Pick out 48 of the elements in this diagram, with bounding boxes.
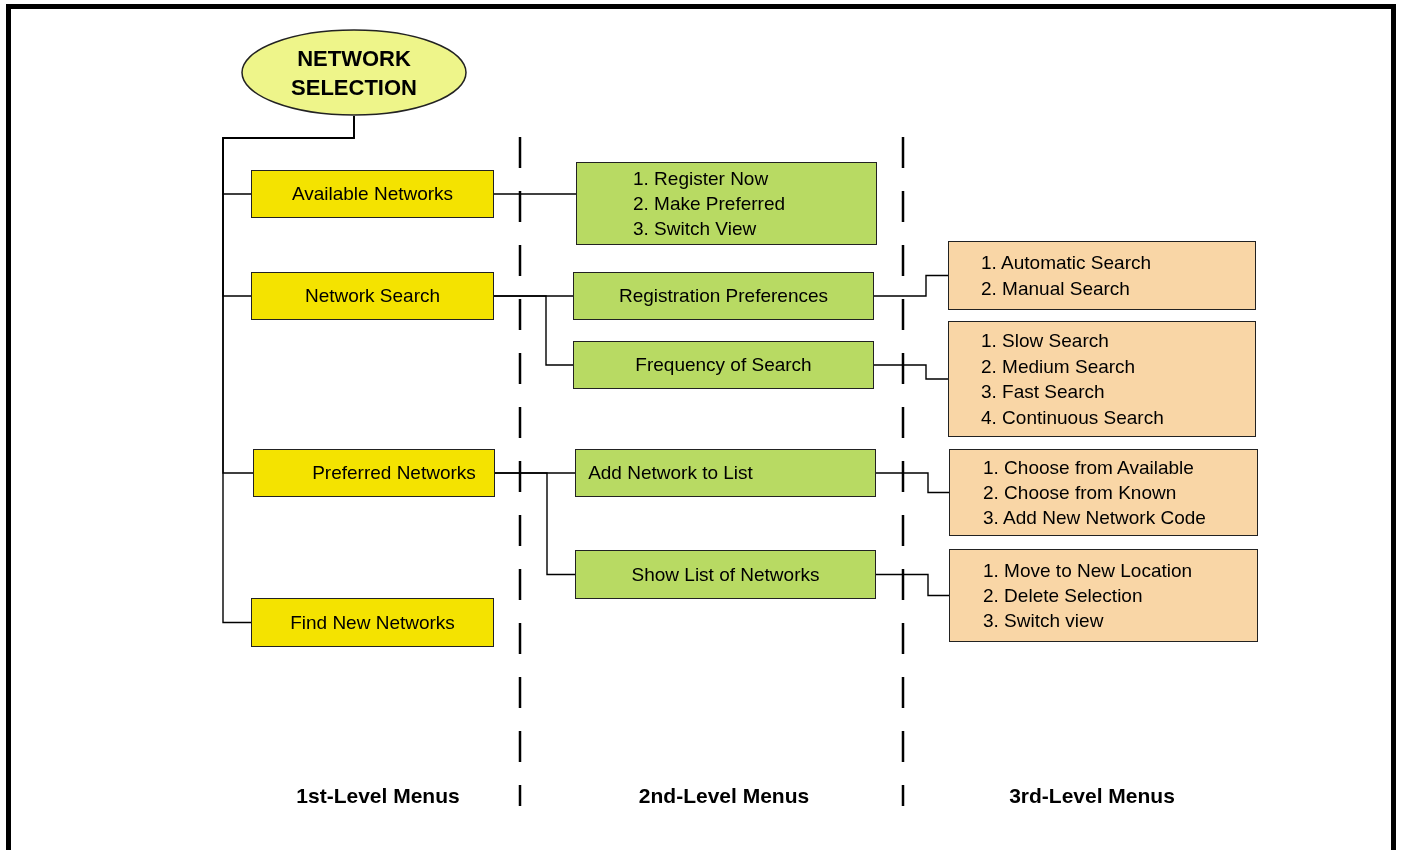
menu-item: 1. Automatic Search [981, 250, 1152, 275]
menu-item: 3. Switch View [633, 217, 757, 241]
menu-item: 3. Fast Search [981, 380, 1105, 404]
menu-item: 2. Manual Search [981, 276, 1130, 301]
column-heading: 2nd-Level Menus [638, 784, 810, 808]
menu-item: 1. Move to New Location [983, 559, 1193, 583]
menu-item: 2. Delete Selection [983, 584, 1143, 608]
menu-item: 4. Continuous Search [981, 405, 1164, 430]
menu-label: Find New Networks [290, 611, 455, 634]
menu-box [948, 241, 1256, 310]
menu-box [575, 449, 876, 497]
connector-line [875, 472, 950, 494]
oval-node [241, 29, 467, 116]
menu-label: Frequency of Search [635, 354, 812, 376]
menu-label: Available Networks [291, 183, 454, 205]
menu-label: Show List of Networks [631, 563, 820, 586]
menu-box [573, 341, 874, 389]
connector-line [875, 573, 950, 597]
menu-box [575, 550, 876, 599]
connector-line [873, 274, 949, 297]
menu-box [949, 449, 1258, 536]
menu-label: Network Search [304, 285, 441, 307]
menu-item: 2. Medium Search [981, 354, 1136, 379]
menu-box [251, 598, 494, 647]
column-heading: 3rd-Level Menus [1009, 784, 1175, 808]
menu-item: 2. Choose from Known [983, 481, 1177, 505]
menu-box [251, 272, 494, 320]
menu-item: 1. Register Now [633, 167, 769, 191]
menu-item: 1. Slow Search [981, 329, 1109, 353]
column-heading: 1st-Level Menus [296, 784, 460, 808]
menu-item: 1. Choose from Available [983, 456, 1194, 480]
connector-line [494, 472, 576, 576]
menu-box [253, 449, 495, 497]
node-title: NETWORK SELECTION [290, 44, 418, 102]
menu-item: 3. Switch view [983, 609, 1104, 633]
menu-box [948, 321, 1256, 437]
menu-label: Registration Preferences [618, 285, 829, 307]
connector-line [493, 295, 574, 366]
menu-label: Preferred Networks [312, 462, 476, 484]
menu-item: 3. Add New Network Code [983, 506, 1206, 530]
connector-line [873, 364, 949, 380]
menu-box [576, 162, 877, 245]
menu-box [251, 170, 494, 218]
menu-label: Add Network to List [588, 462, 753, 484]
connector-line [493, 193, 577, 195]
menu-box [949, 549, 1258, 642]
menu-item: 2. Make Preferred [633, 192, 786, 216]
menu-box [573, 272, 874, 320]
